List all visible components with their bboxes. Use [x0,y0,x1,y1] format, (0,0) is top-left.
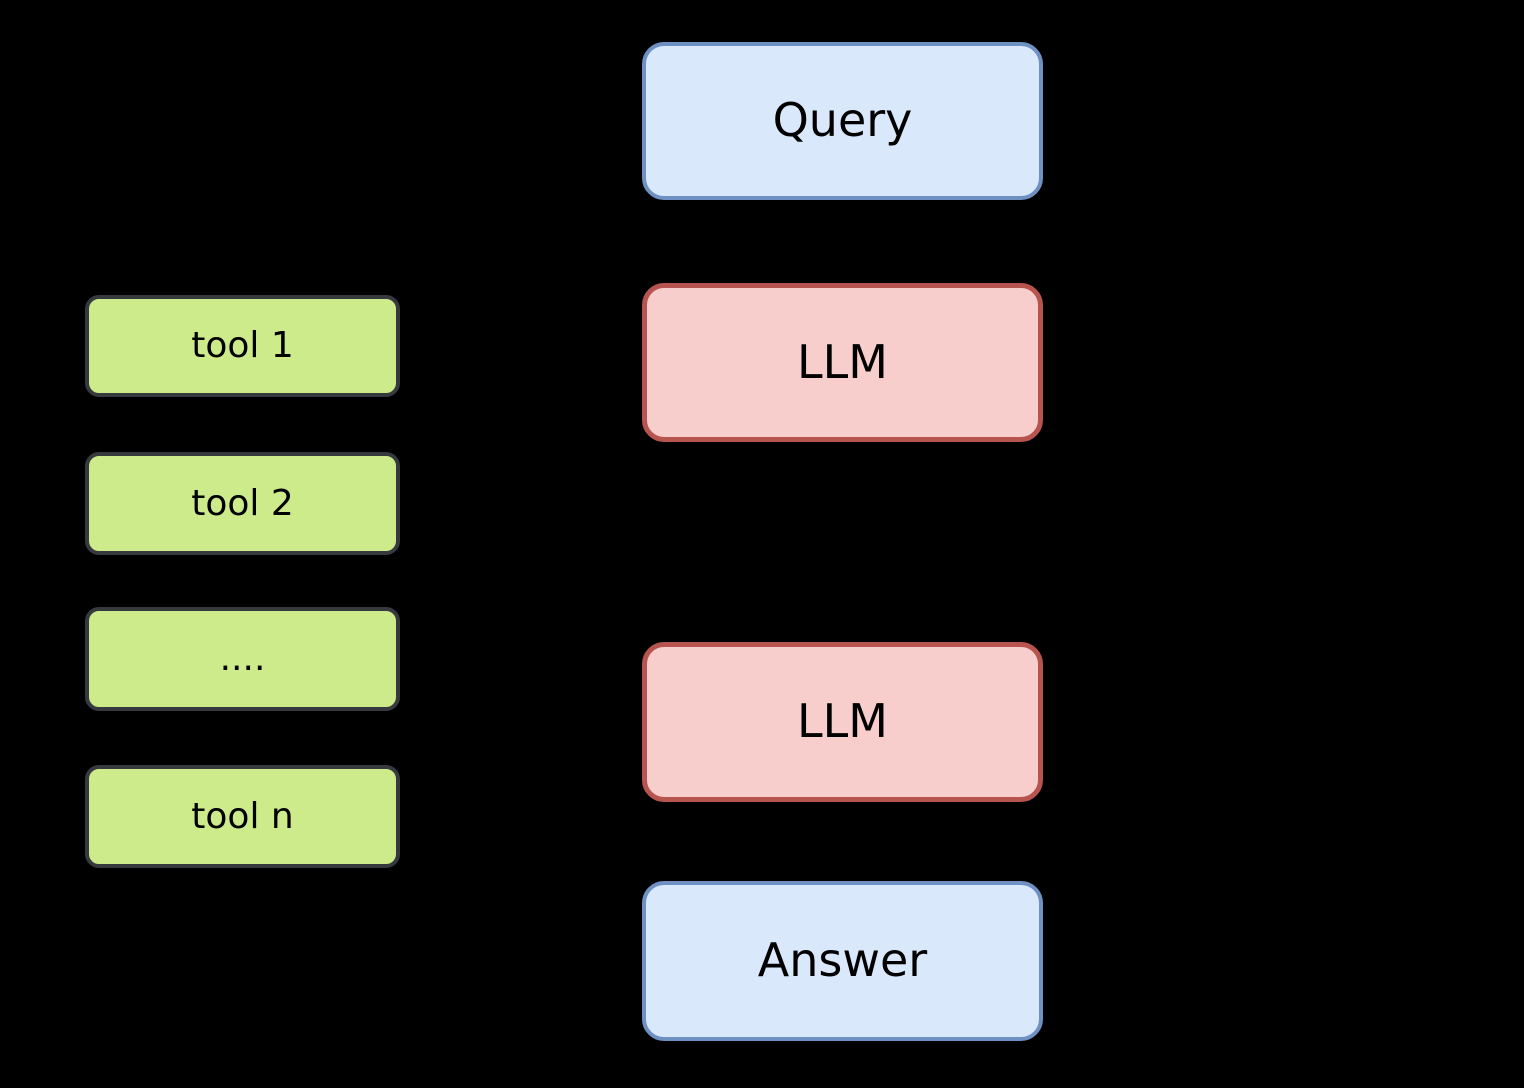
node-tool-dots-label: .... [219,638,266,680]
node-llm-bottom-label: LLM [797,694,888,749]
node-tool-2: tool 2 [85,452,400,555]
node-answer: Answer [642,881,1043,1041]
node-llm-bottom: LLM [642,642,1043,802]
node-answer-label: Answer [757,933,928,988]
node-tool-n-label: tool n [191,795,294,837]
node-llm-top-label: LLM [797,334,888,389]
node-llm-top: LLM [642,283,1043,442]
node-query-label: Query [772,93,913,148]
node-tool-1: tool 1 [85,295,400,397]
node-query: Query [642,42,1043,200]
node-tool-2-label: tool 2 [191,482,294,524]
node-tool-n: tool n [85,765,400,868]
node-tool-1-label: tool 1 [191,325,294,367]
node-tool-dots: .... [85,607,400,711]
